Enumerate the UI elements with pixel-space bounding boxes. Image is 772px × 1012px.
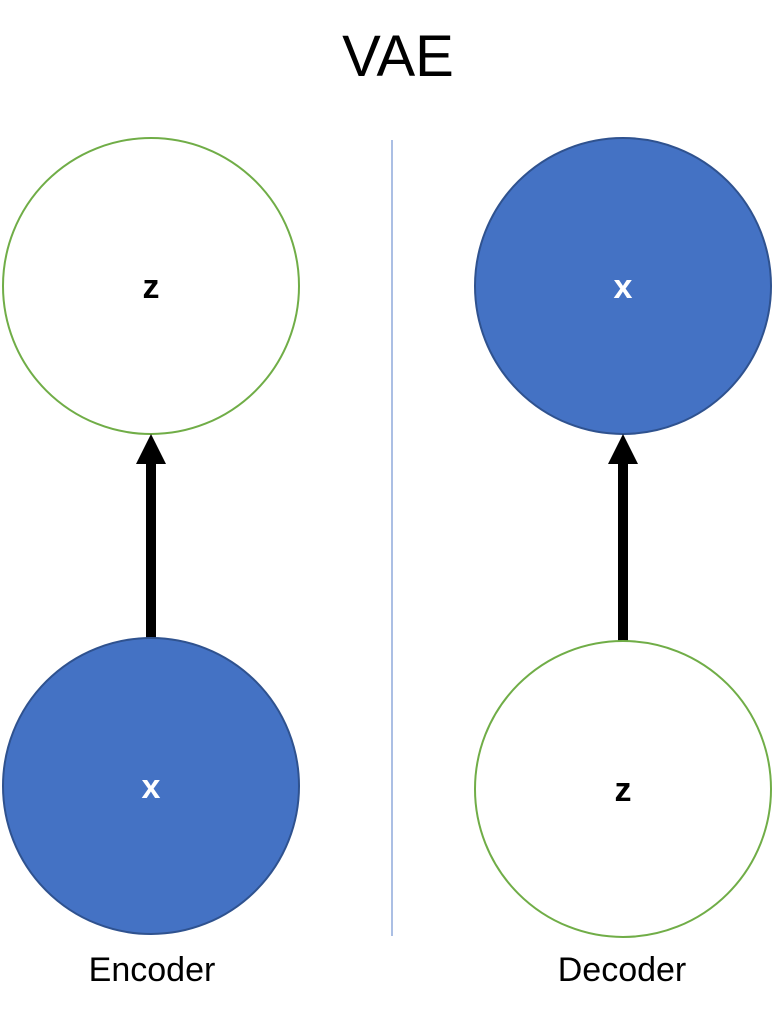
encoder-top-node-label: z [143,268,160,306]
decoder-bottom-node [474,640,772,938]
decoder-caption: Decoder [558,951,687,989]
encoder-bottom-node-label: x [142,768,161,806]
encoder-arrow-head [136,434,166,464]
decoder-bottom-node-label: z [615,771,632,809]
diagram-title: VAE [342,24,454,89]
decoder-panel: x z Decoder [474,137,772,989]
encoder-bottom-node [2,637,300,935]
decoder-arrow-head [608,434,638,464]
encoder-caption: Encoder [89,951,216,989]
decoder-top-node-label: x [614,268,633,306]
encoder-panel: z x Encoder [2,137,300,989]
